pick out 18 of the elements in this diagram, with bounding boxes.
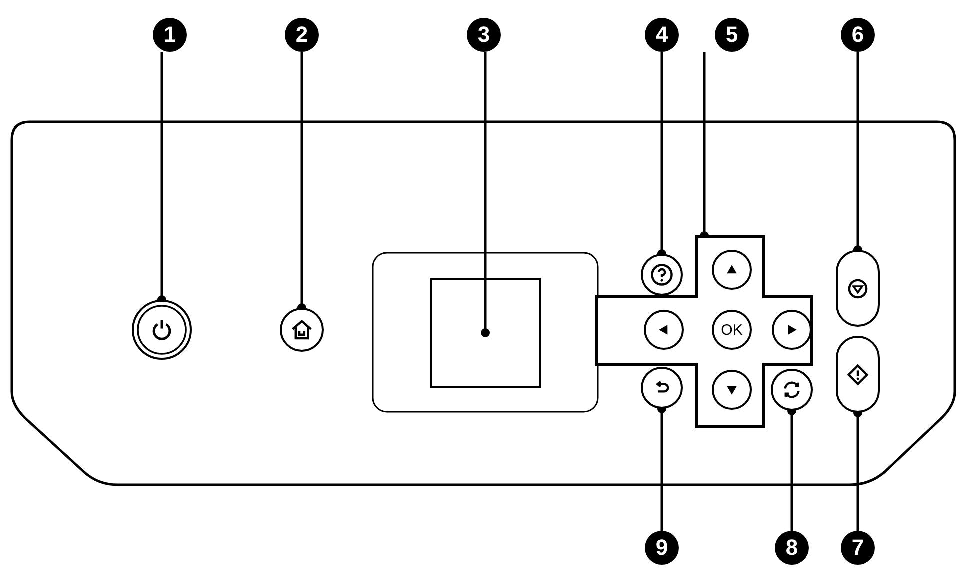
- reset-button: [771, 369, 813, 411]
- direction-pad: [596, 236, 813, 428]
- callout-number: 8: [775, 531, 809, 565]
- start-button: [836, 336, 880, 413]
- callout-number: 2: [285, 18, 319, 52]
- home-button: [280, 308, 324, 352]
- callout-number: 9: [645, 531, 679, 565]
- callout-number: 4: [645, 18, 679, 52]
- display-screen: [430, 278, 541, 388]
- back-button: [641, 367, 683, 409]
- help-button: [641, 254, 683, 296]
- callout-number: 7: [841, 531, 875, 565]
- callout-number: 6: [841, 18, 875, 52]
- stop-button: [836, 250, 880, 327]
- callout-number: 3: [467, 18, 501, 52]
- callout-number: 1: [153, 18, 187, 52]
- callout-number: 5: [715, 18, 749, 52]
- leader-line: [481, 52, 490, 338]
